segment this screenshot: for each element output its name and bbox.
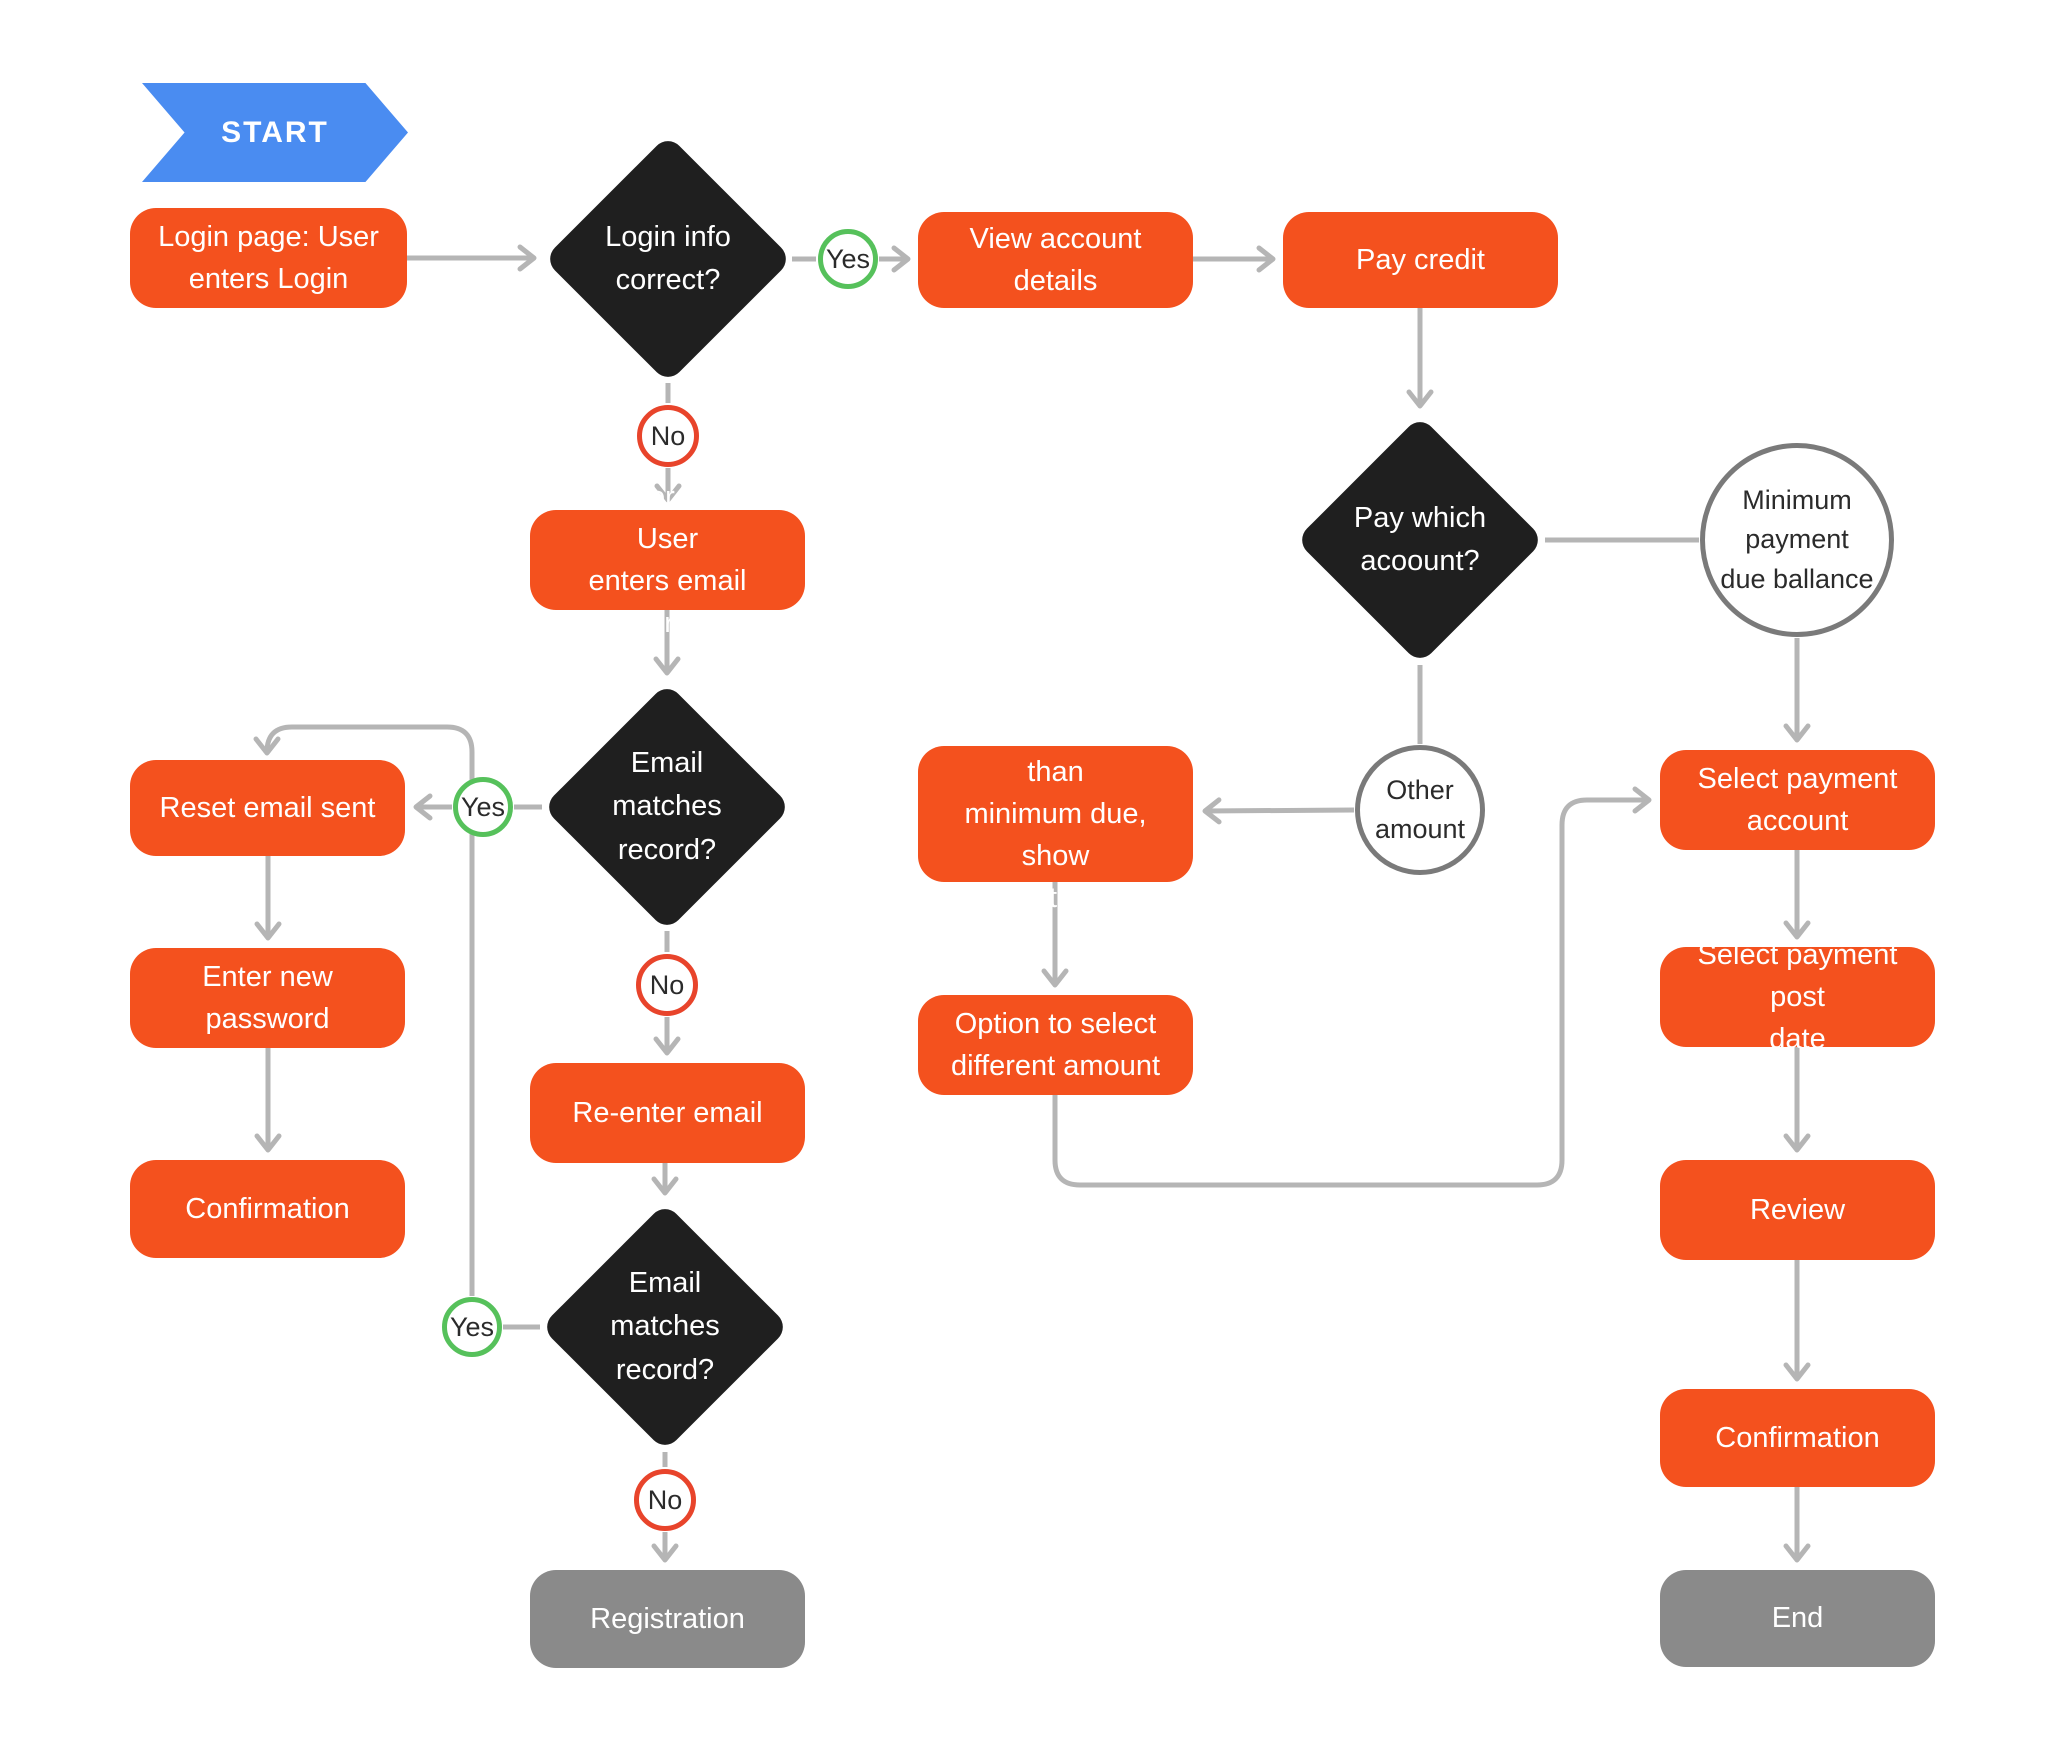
- re-enter-email-label: Re-enter email: [572, 1096, 763, 1129]
- node-select-payment-post-date[interactable]: Select payment post date: [1660, 939, 1935, 1055]
- enter-new-password-label: Enter new password: [202, 960, 333, 1035]
- yes-1-label: Yes: [825, 243, 871, 274]
- node-no-3[interactable]: No: [634, 1469, 696, 1531]
- node-password-reset[interactable]: Password reset: User enters email addres…: [530, 481, 805, 639]
- node-enter-new-password[interactable]: Enter new password: [130, 948, 405, 1048]
- node-end[interactable]: End: [1660, 1570, 1935, 1667]
- node-select-payment-account[interactable]: Select payment account: [1660, 750, 1935, 850]
- login-page-label: Login page: User enters Login: [158, 220, 379, 295]
- confirmation-left-label: Confirmation: [185, 1192, 350, 1225]
- node-yes-1[interactable]: Yes: [818, 229, 878, 289]
- edge-option-to-selectaccount: [1052, 786, 1652, 1188]
- edge-otheramount-to-ifpayment: [1202, 797, 1355, 825]
- node-pay-which-account[interactable]: Pay which acoount?: [1295, 415, 1545, 665]
- node-yes-2[interactable]: Yes: [453, 777, 513, 837]
- node-minimum-payment-due-balance[interactable]: Minimum payment due ballance: [1700, 443, 1894, 637]
- node-email-matches-record-1[interactable]: Email matches record?: [542, 682, 792, 932]
- if-payment-less-notice-label: If payment is less than minimum due, sho…: [943, 713, 1168, 915]
- registration-label: Registration: [590, 1602, 745, 1635]
- select-payment-post-date-label: Select payment post date: [1697, 938, 1898, 1056]
- node-pay-credit[interactable]: Pay credit: [1283, 212, 1558, 308]
- edge-yes3-loop-to-resetemail: [253, 724, 475, 1296]
- node-view-account-details[interactable]: View account details: [918, 212, 1193, 308]
- node-option-select-different-amount[interactable]: Option to select different amount: [918, 995, 1193, 1095]
- yes-3-label: Yes: [449, 1311, 495, 1342]
- node-confirmation-right[interactable]: Confirmation: [1660, 1389, 1935, 1487]
- email-matches-record-1-label: Email matches record?: [612, 746, 722, 866]
- pay-which-account-label: Pay which acoount?: [1353, 501, 1487, 578]
- confirmation-right-label: Confirmation: [1715, 1421, 1880, 1454]
- node-start[interactable]: START: [142, 83, 408, 182]
- reset-email-sent-label: Reset email sent: [159, 791, 376, 824]
- option-select-different-amount-label: Option to select different amount: [950, 1007, 1161, 1082]
- minimum-payment-due-balance-label: Minimum payment due ballance: [1720, 485, 1874, 594]
- node-login-info-correct[interactable]: Login info correct?: [543, 134, 793, 384]
- select-payment-account-label: Select payment account: [1697, 762, 1898, 837]
- node-re-enter-email[interactable]: Re-enter email: [530, 1063, 805, 1163]
- node-login-page[interactable]: Login page: User enters Login: [130, 208, 407, 308]
- view-account-details-label: View account details: [969, 222, 1142, 297]
- node-reset-email-sent[interactable]: Reset email sent: [130, 760, 405, 856]
- pay-credit-label: Pay credit: [1356, 243, 1485, 276]
- node-if-payment-less-notice[interactable]: If payment is less than minimum due, sho…: [918, 714, 1193, 914]
- node-no-1[interactable]: No: [637, 405, 699, 467]
- node-other-amount[interactable]: Other amount: [1355, 745, 1485, 875]
- no-3-label: No: [647, 1484, 683, 1515]
- review-label: Review: [1749, 1193, 1846, 1226]
- node-review[interactable]: Review: [1660, 1160, 1935, 1260]
- node-registration[interactable]: Registration: [530, 1570, 805, 1668]
- node-email-matches-record-2[interactable]: Email matches record?: [540, 1202, 790, 1452]
- login-info-correct-label: Login info correct?: [605, 220, 731, 297]
- end-label: End: [1771, 1602, 1824, 1635]
- node-no-2[interactable]: No: [636, 954, 698, 1016]
- no-1-label: No: [650, 420, 686, 451]
- password-reset-label: Password reset: User enters email addres…: [563, 480, 772, 640]
- no-2-label: No: [649, 969, 685, 1000]
- other-amount-label: Other amount: [1374, 774, 1466, 844]
- node-yes-3[interactable]: Yes: [442, 1297, 502, 1357]
- node-confirmation-left[interactable]: Confirmation: [130, 1160, 405, 1258]
- start-label: START: [221, 115, 329, 149]
- yes-2-label: Yes: [460, 791, 506, 822]
- email-matches-record-2-label: Email matches record?: [610, 1266, 720, 1386]
